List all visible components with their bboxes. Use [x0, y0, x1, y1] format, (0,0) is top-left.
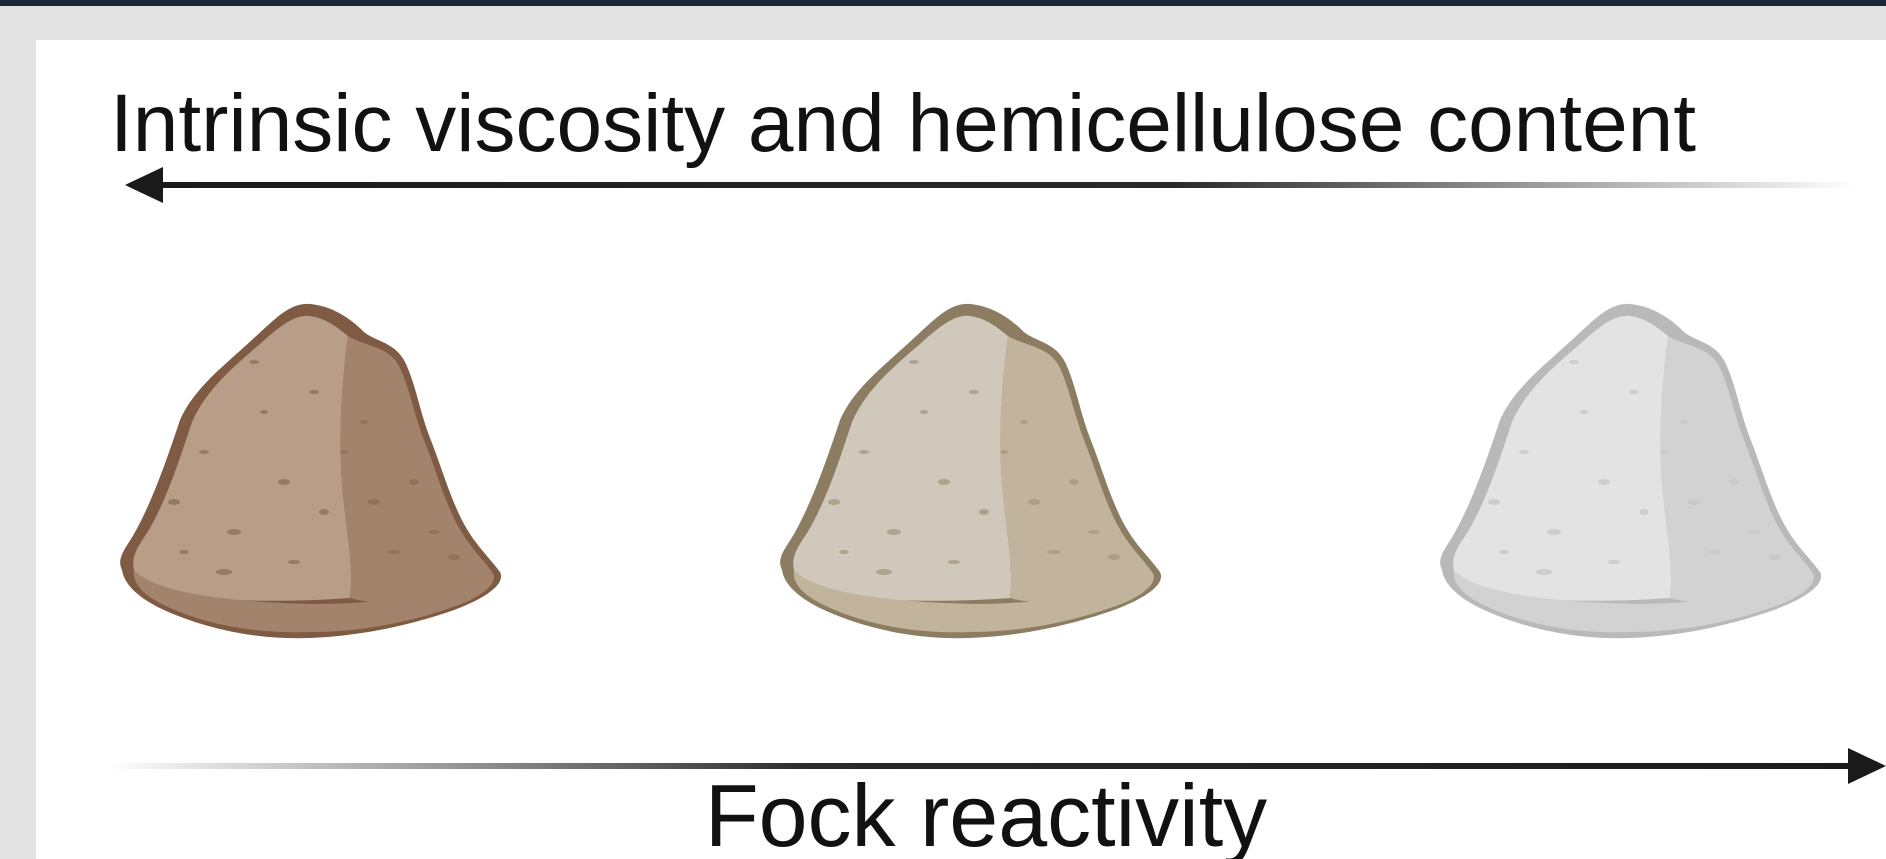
pile-texture-speck	[839, 550, 849, 554]
pile-texture-speck	[828, 499, 840, 505]
pile-texture-speck	[1499, 550, 1509, 554]
pile-texture-speck	[448, 554, 460, 560]
pile-texture-speck	[1519, 450, 1529, 454]
pile-texture-speck	[1629, 390, 1639, 394]
pile-texture-speck	[288, 560, 300, 564]
pile-texture-speck	[1108, 554, 1120, 560]
pile-texture-speck	[1547, 529, 1561, 535]
pile-texture-speck	[1768, 554, 1780, 560]
pile-texture-speck	[309, 390, 319, 394]
brown-pulp-pile	[120, 304, 501, 638]
beige-pulp-pile	[780, 304, 1161, 638]
pile-texture-speck	[428, 530, 440, 534]
diagram-canvas	[36, 40, 1886, 859]
pile-texture-speck	[909, 360, 919, 364]
pile-texture-speck	[1729, 479, 1739, 485]
pile-texture-speck	[179, 550, 189, 554]
pile-texture-speck	[1608, 560, 1620, 564]
pile-texture-speck	[1000, 450, 1008, 454]
bottom-axis-label: Fock reactivity	[686, 766, 1286, 859]
pile-texture-speck	[168, 499, 180, 505]
pile-texture-speck	[227, 529, 241, 535]
left-arrow-head	[125, 167, 163, 203]
pile-texture-speck	[979, 509, 989, 515]
pile-texture-speck	[368, 499, 380, 505]
pile-texture-speck	[887, 529, 901, 535]
grey-pulp-pile	[1440, 304, 1821, 638]
pile-texture-speck	[1488, 499, 1500, 505]
pile-texture-speck	[199, 450, 209, 454]
pile-texture-speck	[1047, 550, 1061, 554]
pile-texture-speck	[938, 479, 950, 485]
pile-texture-speck	[278, 479, 290, 485]
pile-texture-speck	[969, 390, 979, 394]
pile-texture-speck	[387, 550, 401, 554]
pile-texture-speck	[1639, 509, 1649, 515]
pile-texture-speck	[216, 569, 232, 575]
pile-texture-speck	[319, 509, 329, 515]
pile-texture-speck	[1660, 450, 1668, 454]
left-arrow	[125, 167, 1856, 203]
pile-texture-speck	[1028, 499, 1040, 505]
pile-texture-speck	[1688, 499, 1700, 505]
pile-texture-speck	[1680, 420, 1688, 424]
pile-texture-speck	[1536, 569, 1552, 575]
right-arrow-head	[1848, 748, 1886, 784]
pile-texture-speck	[360, 420, 368, 424]
pile-texture-speck	[1020, 420, 1028, 424]
pile-texture-speck	[1088, 530, 1100, 534]
left-arrow-shaft	[156, 182, 1856, 188]
diagram-panel: Intrinsic viscosity and hemicellulose co…	[36, 40, 1886, 859]
pile-texture-speck	[1707, 550, 1721, 554]
pile-texture-speck	[340, 450, 348, 454]
pile-texture-speck	[260, 410, 268, 414]
pile-texture-speck	[948, 560, 960, 564]
pile-texture-speck	[249, 360, 259, 364]
pile-texture-speck	[1748, 530, 1760, 534]
pile-texture-speck	[920, 410, 928, 414]
pile-texture-speck	[1069, 479, 1079, 485]
pile-texture-speck	[409, 479, 419, 485]
pile-texture-speck	[859, 450, 869, 454]
pile-texture-speck	[1598, 479, 1610, 485]
pile-texture-speck	[876, 569, 892, 575]
pile-texture-speck	[1580, 410, 1588, 414]
pile-texture-speck	[1569, 360, 1579, 364]
